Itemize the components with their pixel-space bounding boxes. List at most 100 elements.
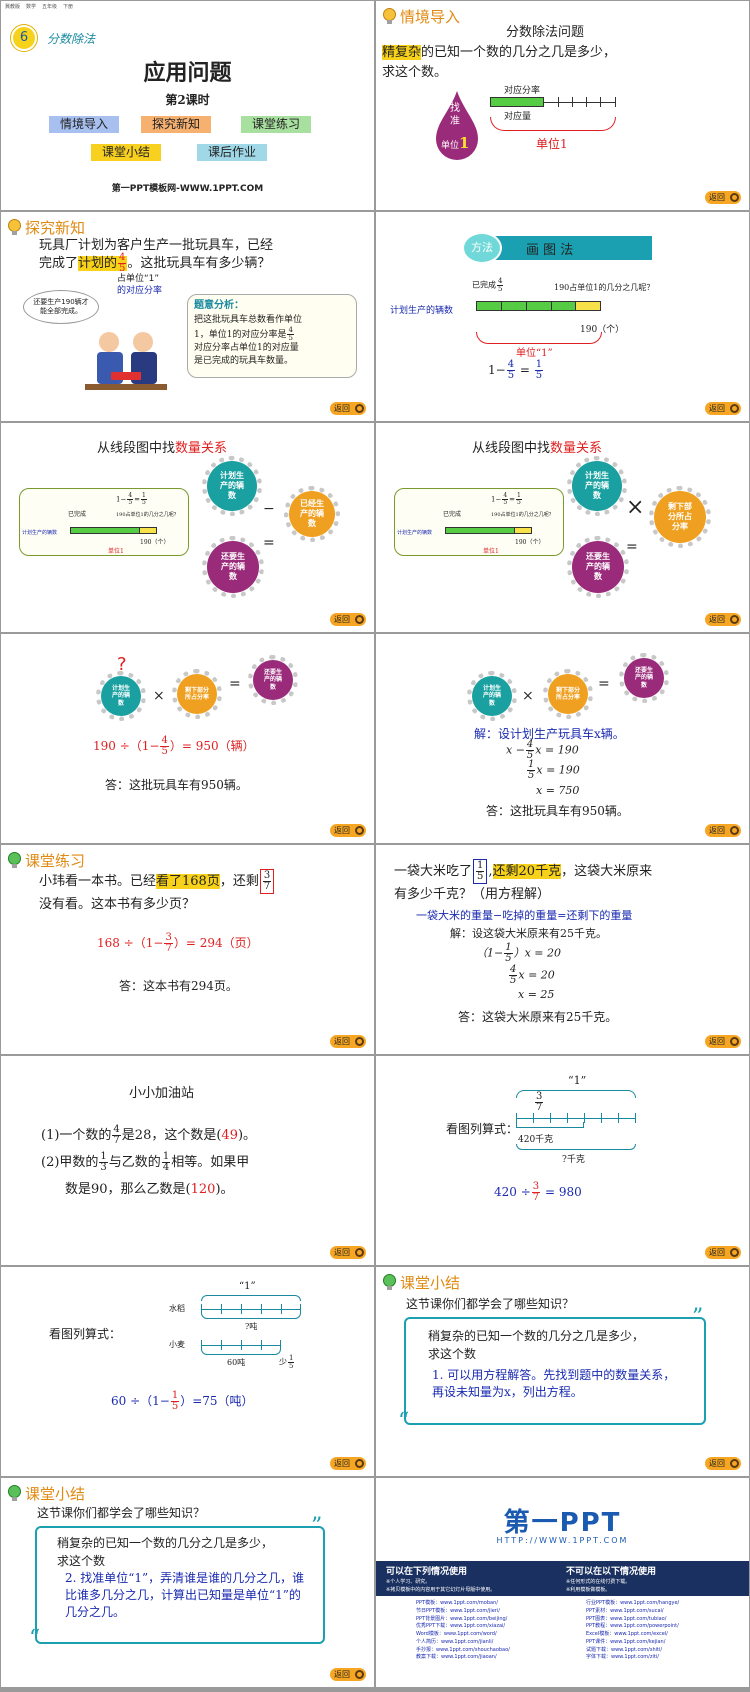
back-button[interactable]: 返回 (705, 1457, 741, 1470)
summary-line1: 稍复杂的已知一个数的几分之几是多少， (428, 1329, 645, 1343)
segment-green (70, 527, 140, 534)
slide-2-intro[interactable]: 情境导入 分数除法问题 精复杂的已知一个数的几分之几是多少， 求这个数。 找准 … (376, 1, 749, 210)
slide-7-solution[interactable]: ? 计划生产的辆数 × 剩下部分所占分率 = 还要生产的辆数 190 ÷（1−4… (1, 634, 374, 843)
denominator: 4 (162, 1162, 170, 1173)
link-item[interactable]: PPT素材：www.1ppt.com/sucai/ (586, 1607, 664, 1614)
quote-close-icon: ” (692, 1305, 704, 1330)
back-button[interactable]: 返回 (705, 1246, 741, 1259)
slide-8-equation[interactable]: 计划生产的辆数 × 剩下部分所占分率 = 还要生产的辆数 解：设计划生产玩具车x… (376, 634, 749, 843)
can-use-list: ※个人学习、研究。※拷贝模板中的内容用于其它幻灯片母版中使用。 (386, 1578, 495, 1594)
gear-text: 计划生产的辆数 (220, 471, 244, 500)
back-button[interactable]: 返回 (330, 1246, 366, 1259)
denominator: 5 (171, 1401, 179, 1412)
drop-char: 单位 (441, 141, 460, 151)
nav-button-explore[interactable]: 探究新知 (141, 116, 211, 133)
numerator: 3 (531, 1181, 541, 1193)
tick (600, 97, 601, 107)
lightbulb-icon (8, 219, 21, 235)
link-item[interactable]: PPT模板：www.1ppt.com/moban/ (416, 1600, 498, 1606)
summary-line1: 稍复杂的已知一个数的几分之几是多少， (57, 1536, 274, 1550)
done-label: 已完成 (68, 511, 87, 518)
link-item[interactable]: 手抄报：www.1ppt.com/shouchaobao/ (416, 1646, 510, 1653)
back-button[interactable]: 返回 (705, 191, 741, 204)
title-text: 从线段图中找 (472, 441, 551, 456)
back-button[interactable]: 返回 (330, 1668, 366, 1681)
slide-1-title[interactable]: 冀教版数学五年级下册 6 分数除法 应用问题 第2课时 情境导入 探究新知 课堂… (1, 1, 374, 210)
summary-point: 1. 可以用方程解答。先找到题中的数量关系，再设未知量为x，列出方程。 (432, 1368, 676, 1399)
back-button[interactable]: 返回 (330, 1035, 366, 1048)
lightbulb-icon (8, 852, 21, 868)
link-item[interactable]: Excel模板：www.1ppt.com/excel/ (586, 1631, 668, 1637)
link-item[interactable]: PPT课件：www.1ppt.com/kejian/ (586, 1638, 666, 1645)
back-button[interactable]: 返回 (705, 402, 741, 415)
slide-16-credits[interactable]: 第一PPT HTTP://WWW.1PPT.COM 可以在下列情况使用 不可以在… (376, 1478, 749, 1687)
problem-line1: 玩具厂计划为客户生产一批玩具车，已经 (39, 238, 274, 253)
gear-text: 还要生产的辆数 (221, 552, 245, 581)
nav-button-practice[interactable]: 课堂练习 (241, 116, 311, 133)
nav-button-summary[interactable]: 课堂小结 (91, 144, 161, 161)
operator-equals: = (229, 676, 241, 692)
link-item[interactable]: PPT图表：www.1ppt.com/tubiao/ (586, 1615, 667, 1622)
slide-15-summary[interactable]: 课堂小结 这节课你们都学会了哪些知识？ “ ” 稍复杂的已知一个数的几分之几是多… (1, 1478, 374, 1687)
site-link[interactable]: 第一PPT模板网-WWW.1PPT.COM (111, 184, 264, 194)
gear-remaining: 还要生产的辆数 (567, 536, 629, 598)
back-button[interactable]: 返回 (330, 613, 366, 626)
back-button[interactable]: 返回 (705, 613, 741, 626)
nav-button-intro[interactable]: 情境导入 (49, 116, 119, 133)
back-button[interactable]: 返回 (705, 1035, 741, 1048)
links-right[interactable]: 行业PPT模板：www.1ppt.com/hangye/PPT素材：www.1p… (586, 1600, 679, 1662)
numerator: 1 (504, 942, 513, 954)
link-item[interactable]: 字体下载：www.1ppt.com/ziti/ (586, 1654, 659, 1661)
denominator: 5 (510, 975, 517, 986)
link-item[interactable]: Word模板：www.1ppt.com/word/ (416, 1631, 497, 1637)
link-item[interactable]: 试题下载：www.1ppt.com/shiti/ (586, 1646, 663, 1653)
title-highlight: 数量关系 (175, 441, 228, 456)
gear-fraction: 剩下部分所占分率 (649, 486, 711, 548)
eq-text: = 980 (544, 1185, 582, 1199)
back-button[interactable]: 返回 (330, 402, 366, 415)
back-button[interactable]: 返回 (330, 1457, 366, 1470)
link-item[interactable]: 节日PPT模板：www.1ppt.com/jieri/ (416, 1607, 500, 1614)
brand-url[interactable]: HTTP://WWW.1PPT.COM (496, 1536, 629, 1545)
top-breadcrumb: 冀教版数学五年级下册 (5, 3, 73, 10)
tag-note: 占单位“1”的对应分率 (117, 274, 162, 297)
back-button[interactable]: 返回 (330, 824, 366, 837)
slide-14-summary[interactable]: 课堂小结 这节课你们都学会了哪些知识？ “ ” 稍复杂的已知一个数的几分之几是多… (376, 1267, 749, 1476)
eq-text: x − (506, 743, 525, 757)
denominator: 5 (526, 750, 534, 761)
gear-text: 计划生产的辆数 (111, 684, 130, 707)
back-label: 返回 (709, 404, 725, 413)
links-left[interactable]: PPT模板：www.1ppt.com/moban/节日PPT模板：www.1pp… (416, 1600, 510, 1662)
nav-button-homework[interactable]: 课后作业 (197, 144, 267, 161)
gear-text: 还要生产的辆数 (586, 552, 610, 581)
eq-text: 1− (491, 495, 502, 504)
back-icon (730, 404, 739, 413)
denominator: 5 (505, 953, 512, 964)
link-item[interactable]: PPT背景图片：www.1ppt.com/beijing/ (416, 1615, 508, 1622)
link-item[interactable]: 教案下载：www.1ppt.com/jiaoan/ (416, 1654, 497, 1661)
fraction-label: 对应分率 (504, 86, 541, 96)
denominator: 5 (503, 499, 508, 506)
link-item[interactable]: PPT教程：www.1ppt.com/powerpoint/ (586, 1623, 679, 1630)
answer-text: 答：这袋大米原来有25千克。 (458, 1010, 618, 1024)
tick (567, 1113, 568, 1123)
answer-text: 答：这本书有294页。 (119, 979, 238, 993)
gear-planned: 计划生产的辆数 (96, 671, 146, 721)
link-item[interactable]: 行业PPT模板：www.1ppt.com/hangye/ (586, 1600, 680, 1606)
back-button[interactable]: 返回 (705, 824, 741, 837)
link-item[interactable]: 优秀PPT下载：www.1ppt.com/xiazai/ (416, 1623, 506, 1630)
link-item[interactable]: 个人简历：www.1ppt.com/jianli/ (416, 1638, 494, 1645)
